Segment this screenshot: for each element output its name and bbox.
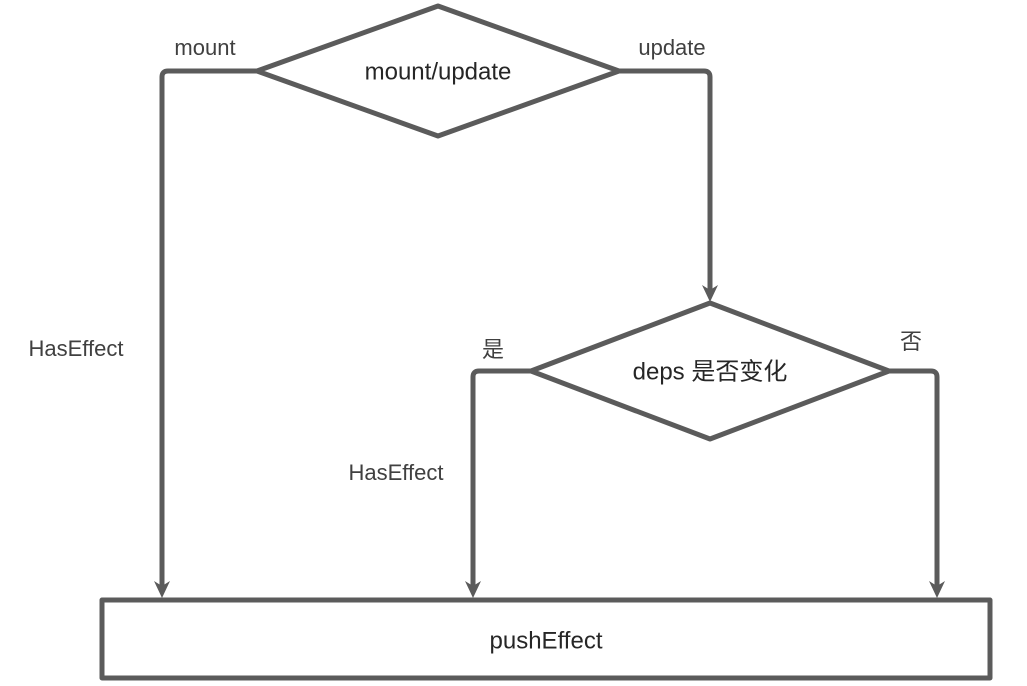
edge-label-update: update — [638, 35, 705, 60]
arrowhead-icon — [929, 581, 945, 598]
edge-label-mount: mount — [174, 35, 235, 60]
edge-mount — [159, 68, 257, 586]
edge-deps-yes — [470, 368, 531, 586]
edge-label-yes: 是 — [482, 337, 504, 362]
arrowhead-icon — [702, 285, 718, 302]
edge-label-haseffect-left: HasEffect — [29, 336, 124, 361]
edge-label-no: 否 — [900, 329, 922, 354]
process-node-push-effect — [99, 597, 993, 681]
process-node-push-effect-label: pushEffect — [490, 628, 603, 655]
edge-update — [619, 68, 713, 290]
arrowhead-icon — [154, 581, 170, 598]
edge-label-haseffect-mid: HasEffect — [349, 460, 444, 485]
decision-node-mount-update-label: mount/update — [365, 59, 512, 86]
decision-node-deps-change-label: deps 是否变化 — [633, 359, 788, 386]
decision-node-deps-change — [528, 300, 892, 442]
decision-node-mount-update — [254, 3, 622, 139]
arrowhead-icon — [465, 581, 481, 598]
edge-deps-no — [889, 368, 940, 586]
